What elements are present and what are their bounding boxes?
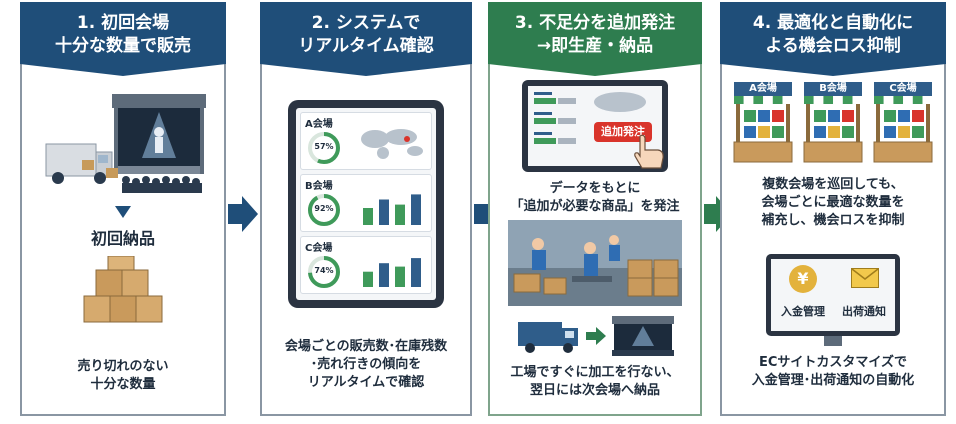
- mail-icon: [851, 268, 879, 288]
- step-3-text-line2: 「追加が必要な商品」を発注: [510, 199, 680, 214]
- monitor-stand: [824, 336, 842, 346]
- venue-stall: B会場: [800, 82, 866, 168]
- step-2-caption-line1: 会場ごとの販売数･在庫残数: [284, 339, 448, 354]
- step-1-title-line2: 十分な数量で販売: [55, 36, 191, 56]
- step-3-caption-line2: 翌日には次会場へ納品: [529, 383, 660, 398]
- step-3-title-line2: →即生産・納品: [536, 36, 654, 56]
- step-4-text-line2: 会場ごとに最適な数量を: [761, 195, 905, 210]
- step-4-title-line2: よる機会ロス抑制: [765, 36, 901, 56]
- step-4-caption-line2: 入金管理･出荷通知の自動化: [751, 373, 915, 388]
- yen-icon: ¥: [789, 265, 817, 293]
- progress-ring: [308, 256, 340, 288]
- bar: [363, 271, 373, 287]
- bar: [411, 258, 421, 287]
- step-arrow-1: [228, 196, 258, 232]
- ec-monitor: ¥ 入金管理 出荷通知: [766, 254, 900, 336]
- step-2-header: 2. システムで リアルタイム確認: [260, 2, 472, 76]
- step-3-title-line1: 3. 不足分を追加発注: [514, 13, 676, 33]
- step-4-header: 4. 最適化と自動化に よる機会ロス抑制: [720, 2, 946, 76]
- step-4-panel: 4. 最適化と自動化に よる機会ロス抑制 A会場 B会場 C会場 複数会場を巡回して…: [720, 2, 946, 418]
- additional-order-button[interactable]: 追加発注: [594, 122, 652, 142]
- venue-percentage: 57%: [314, 142, 334, 151]
- step-1-caption-line2: 十分な数量: [90, 377, 156, 392]
- venue-name: C会場: [305, 243, 333, 254]
- step-1-caption-line1: 売り切れのない: [77, 359, 169, 374]
- factory-workers-illustration: [508, 220, 682, 306]
- tablet-screen: A会場 57% B会場 92% C会場 74%: [296, 108, 436, 300]
- order-screen-content-graphic: [534, 92, 646, 144]
- down-arrow-icon: [115, 206, 131, 218]
- step-4-text-line1: 複数会場を巡回しても、: [762, 177, 904, 192]
- payment-management-label: 入金管理: [781, 305, 825, 318]
- venue-name: A会場: [305, 119, 333, 130]
- step-1-title-line1: 1. 初回会場: [76, 13, 170, 33]
- step-3-header: 3. 不足分を追加発注 →即生産・納品: [488, 2, 702, 76]
- step-3-panel: 3. 不足分を追加発注 →即生産・納品 追加発注 データをもとに 「追加が必要な…: [488, 2, 702, 418]
- step-2-title-line1: 2. システムで: [311, 13, 421, 33]
- bar: [395, 204, 405, 225]
- bar: [379, 263, 389, 287]
- bar: [395, 266, 405, 287]
- step-4-title-line1: 4. 最適化と自動化に: [752, 13, 914, 33]
- bar-chart-graphic: [363, 194, 421, 225]
- first-delivery-label: 初回納品: [90, 229, 155, 248]
- world-map-graphic: [357, 125, 427, 161]
- step-4-text-line3: 補充し、機会ロスを抑制: [761, 213, 905, 228]
- step-1-header: 1. 初回会場 十分な数量で販売: [20, 2, 226, 76]
- progress-ring: [308, 194, 340, 226]
- concert-stage-truck-illustration: [45, 94, 206, 193]
- step-3-caption-line1: 工場ですぐに加工を行ない、: [510, 365, 680, 380]
- venue-stall: A会場: [730, 82, 796, 168]
- stall-label: C会場: [889, 83, 917, 94]
- cardboard-boxes-illustration: [83, 256, 163, 323]
- progress-ring: [308, 132, 340, 164]
- step-2-caption-line2: ･売れ行きの傾向を: [310, 357, 422, 372]
- step-arrow-3: [704, 196, 732, 232]
- venue-percentage: 74%: [314, 266, 334, 275]
- step-2-panel: 2. システムで リアルタイム確認 A会場 57% B会場 92% C会場 74% 会場ご…: [260, 2, 472, 418]
- venue-stall: C会場: [870, 82, 936, 168]
- venue-percentage: 92%: [314, 204, 334, 213]
- delivery-truck-to-venue-illustration: [518, 316, 674, 356]
- step-4-caption-line1: ECサイトカスタマイズで: [758, 355, 908, 370]
- venue-row: B会場 92%: [300, 174, 432, 232]
- venue-name: B会場: [305, 181, 333, 192]
- step-3-text-line1: データをもとに: [549, 181, 641, 196]
- stall-label: A会場: [749, 83, 777, 94]
- step-2-caption-line3: リアルタイムで確認: [307, 375, 425, 390]
- bar-chart-graphic: [363, 258, 421, 287]
- pointing-hand-icon: [634, 134, 664, 169]
- shipping-notice-label: 出荷通知: [842, 305, 886, 318]
- venue-row: C会場 74%: [300, 236, 432, 294]
- bar: [363, 208, 373, 225]
- bar: [379, 199, 389, 225]
- stall-label: B会場: [819, 83, 847, 94]
- bar: [411, 194, 421, 225]
- tablet-dashboard: A会場 57% B会場 92% C会場 74%: [288, 100, 444, 308]
- step-2-title-line2: リアルタイム確認: [298, 36, 434, 56]
- step-1-panel: 1. 初回会場 十分な数量で販売 初回納品: [20, 2, 226, 418]
- venue-row: A会場 57%: [300, 112, 432, 170]
